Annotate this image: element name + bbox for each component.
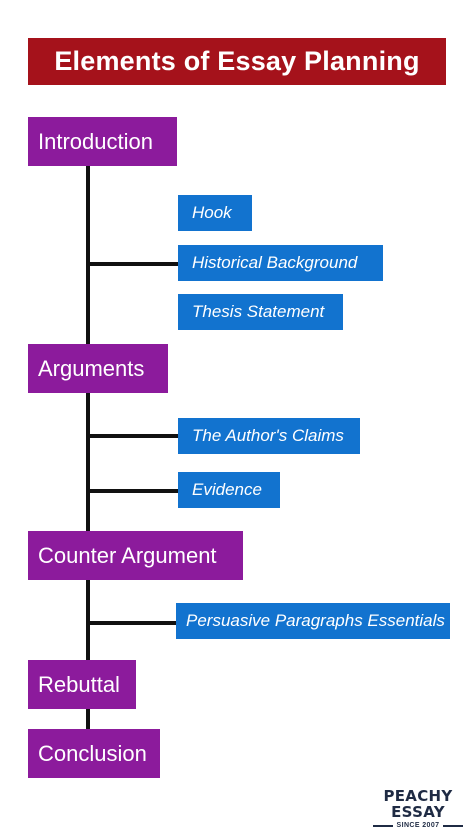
brand-logo: PEACHY ESSAY SINCE 2007 xyxy=(372,788,464,829)
section-introduction: Introduction xyxy=(28,117,177,166)
timeline-spine xyxy=(86,164,90,730)
section-conclusion: Conclusion xyxy=(28,729,160,778)
connector-line xyxy=(88,621,178,625)
brand-rule-left xyxy=(372,824,393,827)
section-arguments: Arguments xyxy=(28,344,168,393)
item-thesis-statement: Thesis Statement xyxy=(178,294,343,330)
item-persuasive-paragraphs: Persuasive Paragraphs Essentials xyxy=(176,603,450,639)
brand-since: SINCE 2007 xyxy=(396,822,440,829)
connector-line xyxy=(88,262,180,266)
brand-name: PEACHY ESSAY xyxy=(383,787,453,821)
item-authors-claims: The Author's Claims xyxy=(178,418,360,454)
diagram-title: Elements of Essay Planning xyxy=(28,38,446,85)
item-historical-background: Historical Background xyxy=(178,245,383,281)
section-rebuttal: Rebuttal xyxy=(28,660,136,709)
item-evidence: Evidence xyxy=(178,472,280,508)
connector-line xyxy=(88,489,180,493)
item-hook: Hook xyxy=(178,195,252,231)
connector-line xyxy=(88,434,180,438)
brand-rule-right xyxy=(443,824,464,827)
brand-tagline-row: SINCE 2007 xyxy=(372,822,464,829)
section-counter-argument: Counter Argument xyxy=(28,531,243,580)
